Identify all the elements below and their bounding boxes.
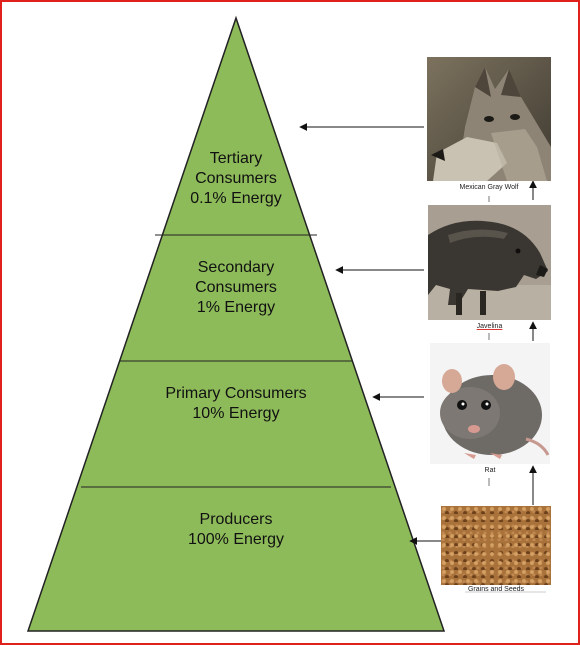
tier-label-line: Tertiary — [209, 150, 263, 167]
caption-javelina: Javelina — [476, 323, 503, 330]
tier-label-line: Primary Consumers — [165, 385, 307, 402]
grains-photo — [441, 506, 551, 585]
tier-label-line: 10% Energy — [192, 405, 280, 422]
tier-label-line: 100% Energy — [187, 531, 285, 548]
tier-label-line: Consumers — [195, 170, 277, 187]
rat-photo — [430, 343, 550, 464]
energy-pyramid — [26, 15, 446, 632]
tier-label-line: Producers — [199, 511, 273, 528]
tier-label-primary: Primary Consumers 10% Energy — [146, 384, 326, 424]
tier-label-tertiary: Tertiary Consumers 0.1% Energy — [166, 149, 306, 209]
caption-rat: Rat — [484, 467, 496, 474]
tier-label-line: Consumers — [195, 279, 277, 296]
caption-grains: Grains and Seeds — [467, 586, 525, 593]
tier-label-secondary: Secondary Consumers 1% Energy — [161, 258, 311, 318]
caption-wolf: Mexican Gray Wolf — [459, 184, 519, 191]
tier-label-producers: Producers 100% Energy — [156, 510, 316, 550]
tier-label-line: 1% Energy — [196, 299, 276, 316]
wolf-photo — [427, 57, 551, 181]
javelina-photo — [428, 205, 551, 320]
tier-label-line: 0.1% Energy — [190, 190, 282, 207]
tier-label-line: Secondary — [197, 259, 275, 276]
